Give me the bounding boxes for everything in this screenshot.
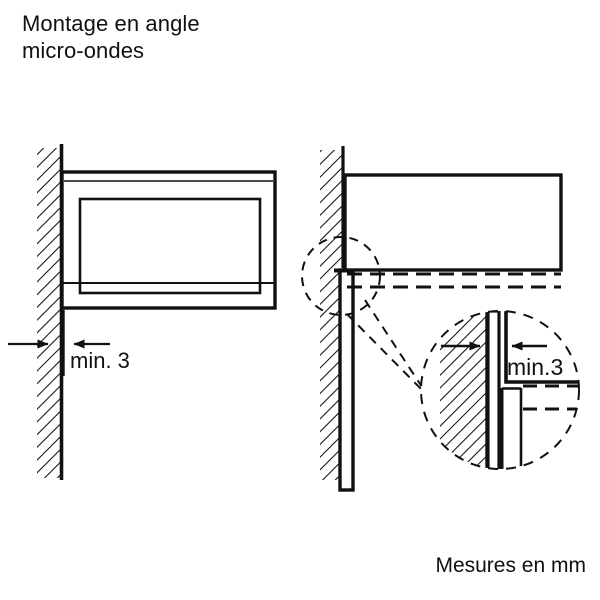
left-diagram: min. 3	[8, 144, 277, 480]
wall-hatching	[37, 148, 62, 478]
detail-mounting-rail	[486, 311, 501, 469]
leader-line-upper	[364, 299, 425, 391]
appliance-door-panel	[78, 197, 262, 295]
appliance-body-outline	[343, 173, 563, 272]
detail-callout-source-circle	[301, 236, 381, 316]
page-title: Montage en angle micro-ondes	[22, 11, 200, 63]
detail-bracket-angle	[504, 311, 579, 384]
microwave-front-view	[60, 170, 277, 310]
mounting-rail-body	[338, 268, 355, 492]
units-note: Mesures en mm	[435, 554, 586, 577]
right-diagram: min.3	[301, 146, 580, 492]
detail-contents: min.3	[421, 311, 579, 469]
detail-callout-leader-lines	[346, 299, 425, 393]
microwave-side-view	[343, 173, 563, 289]
left-dimension-min3: min. 3	[8, 339, 130, 373]
detail-callout-target-circle	[420, 310, 580, 470]
detail-wall-hatching	[440, 311, 488, 469]
dimension-label-min3: min. 3	[70, 348, 130, 373]
left-wall	[37, 144, 64, 480]
detail-enlargement: min.3	[420, 310, 580, 470]
leader-line-lower	[346, 313, 425, 393]
detail-dimension-label-min3: min.3	[507, 354, 563, 380]
